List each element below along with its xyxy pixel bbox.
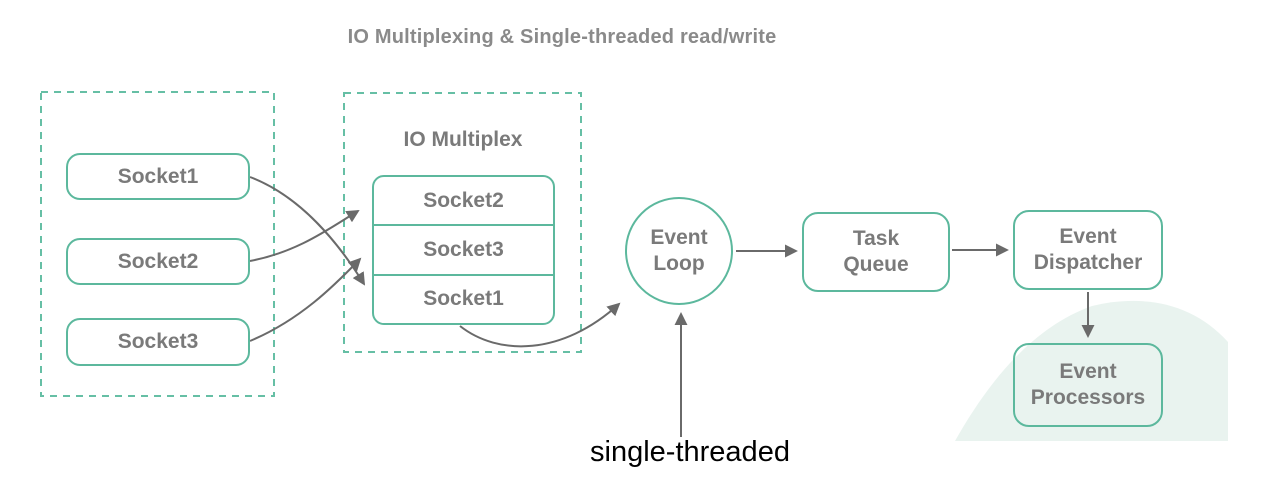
arrow-multiplex-to-event-loop bbox=[459, 302, 621, 348]
socket1-node: Socket1 bbox=[66, 153, 250, 200]
io-multiplex-label: IO Multiplex bbox=[403, 128, 523, 151]
left-sockets-dashed-group bbox=[40, 91, 275, 397]
diagram-title: IO Multiplexing & Single-threaded read/w… bbox=[347, 26, 777, 48]
multiplex-row-socket1: Socket1 bbox=[374, 273, 553, 323]
io-multiplex-stack: Socket2 Socket3 Socket1 bbox=[372, 175, 555, 325]
multiplex-row-socket2: Socket2 bbox=[423, 188, 504, 212]
single-threaded-annotation: single-threaded bbox=[590, 436, 790, 468]
arrow-socket3-to-multiplex bbox=[249, 257, 362, 342]
socket2-node: Socket2 bbox=[66, 238, 250, 285]
socket3-node: Socket3 bbox=[66, 318, 250, 366]
arrow-socket2-to-multiplex bbox=[249, 209, 360, 262]
multiplex-row-socket3: Socket3 bbox=[374, 224, 553, 273]
io-multiplex-dashed-group bbox=[343, 92, 582, 353]
arrow-socket1-to-multiplex bbox=[249, 176, 366, 286]
event-processors-node: Event Processors bbox=[1013, 343, 1163, 427]
background-blob bbox=[955, 300, 1228, 441]
event-dispatcher-node: Event Dispatcher bbox=[1013, 210, 1163, 290]
event-loop-node: Event Loop bbox=[625, 197, 733, 305]
task-queue-node: Task Queue bbox=[802, 212, 950, 292]
